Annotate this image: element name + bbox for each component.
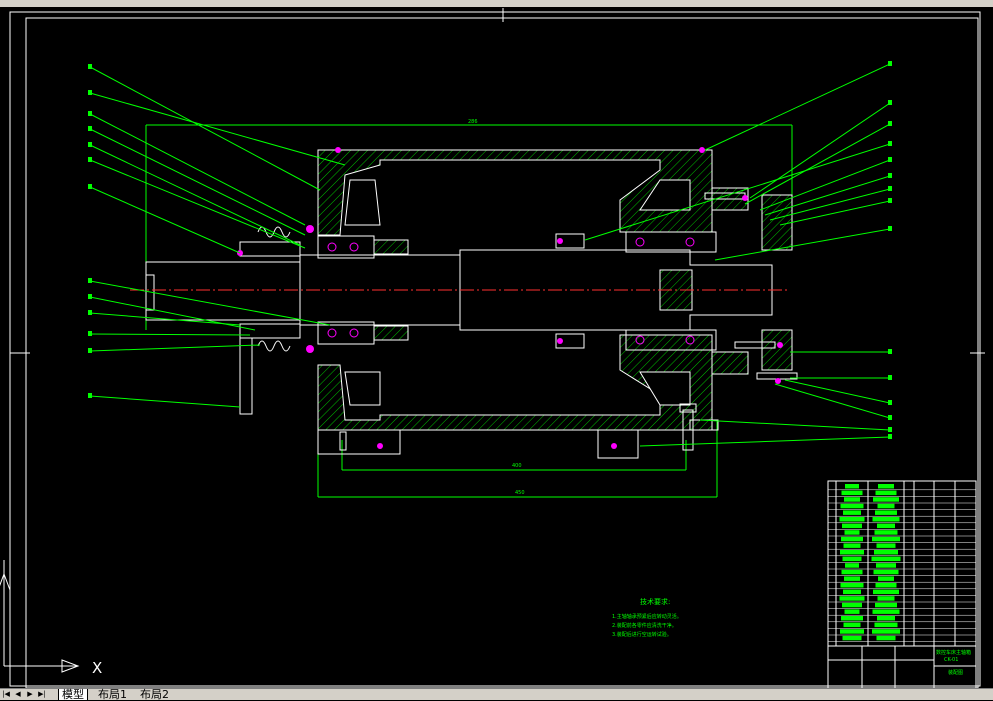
tech-requirements: 技术要求: 1.主轴轴承预紧后应转动灵活。 2.装配前各零件应清洗干净。 3.装… bbox=[612, 597, 682, 638]
parts-list-entry bbox=[842, 635, 862, 641]
parts-list-entry bbox=[840, 503, 864, 509]
ucs-x-label: X bbox=[92, 659, 102, 677]
parts-list-entry bbox=[874, 550, 898, 555]
ucs-icon bbox=[0, 560, 80, 673]
parts-list-entry bbox=[844, 609, 860, 614]
parts-list-entry bbox=[873, 497, 899, 502]
parts-list-entry bbox=[842, 602, 862, 608]
parts-list-entry bbox=[872, 517, 900, 522]
parts-list-entry bbox=[876, 543, 896, 548]
tab-model[interactable]: 模型 bbox=[58, 689, 88, 701]
parts-list-entry bbox=[876, 635, 896, 641]
top-toolbar-strip bbox=[0, 0, 993, 7]
dimension-foot-span: 400 bbox=[512, 463, 522, 469]
parts-list-entry bbox=[878, 484, 894, 489]
parts-list-entry bbox=[842, 523, 862, 529]
title-block-sheet: 装配图 bbox=[948, 669, 963, 676]
parts-list-entry bbox=[840, 550, 864, 555]
parts-list-entry bbox=[873, 589, 899, 595]
parts-list-entry bbox=[875, 602, 897, 608]
prev-tab-button[interactable]: ◀ bbox=[15, 690, 21, 698]
sheet-outer-border bbox=[9, 11, 981, 687]
parts-list-entry bbox=[876, 563, 896, 568]
leader-markers-right bbox=[888, 61, 892, 439]
title-block-name: 数控车床主轴箱 bbox=[936, 649, 971, 656]
parts-list-entry bbox=[875, 490, 897, 496]
tech-req-title: 技术要求: bbox=[640, 597, 670, 606]
dimension-overall-top: 286 bbox=[468, 119, 478, 125]
foot-bolts bbox=[339, 403, 697, 451]
rear-flange bbox=[335, 147, 798, 384]
parts-list-entry bbox=[877, 596, 895, 601]
parts-list-entry bbox=[875, 583, 897, 588]
title-block-code: CK-01 bbox=[944, 657, 958, 663]
tech-req-item: 2.装配前各零件应清洗干净。 bbox=[612, 622, 677, 629]
parts-list-entry bbox=[841, 490, 863, 496]
parts-list-entry bbox=[842, 556, 862, 562]
parts-list-entry bbox=[843, 589, 861, 595]
parts-list-entry bbox=[872, 609, 900, 614]
spindle-shaft bbox=[145, 249, 773, 331]
parts-list-entry bbox=[844, 497, 860, 502]
parts-list-entry bbox=[872, 629, 900, 634]
parts-list-table bbox=[827, 480, 977, 688]
last-tab-button[interactable]: ▶| bbox=[38, 690, 46, 698]
parts-list-entry bbox=[841, 569, 863, 575]
parts-list-entry bbox=[844, 576, 860, 581]
parts-list-entry bbox=[872, 536, 900, 542]
parts-list-entry bbox=[877, 503, 895, 509]
parts-list-entry bbox=[877, 523, 895, 529]
dimension-base-length: 450 bbox=[515, 490, 525, 496]
parts-list-entry bbox=[845, 484, 859, 489]
spindle-housing bbox=[317, 149, 713, 431]
parts-list-entry bbox=[843, 543, 861, 548]
parts-list-entry bbox=[843, 510, 861, 515]
leader-markers-left bbox=[88, 64, 92, 398]
parts-list-entry bbox=[874, 622, 898, 628]
front-bearings bbox=[317, 235, 409, 345]
tech-req-item: 3.装配后进行空运转试验。 bbox=[612, 631, 672, 638]
dimension-lines bbox=[145, 124, 793, 498]
parts-list-entry bbox=[841, 536, 863, 542]
parts-list-entry bbox=[839, 517, 865, 522]
parts-list-entry bbox=[840, 629, 864, 634]
parts-list-rows bbox=[828, 484, 976, 642]
tech-req-item: 1.主轴轴承预紧后应转动灵活。 bbox=[612, 613, 682, 620]
next-tab-button[interactable]: ▶ bbox=[27, 690, 33, 698]
parts-list-entry bbox=[871, 556, 901, 562]
tab-layout2[interactable]: 布局2 bbox=[140, 688, 169, 701]
parts-list-entry bbox=[839, 596, 865, 601]
parts-list-entry bbox=[877, 616, 895, 621]
parts-list-entry bbox=[873, 569, 899, 575]
layout-tab-bar: |◀ ◀ ▶ ▶| 模型 布局1 布局2 bbox=[0, 688, 993, 701]
tab-layout1[interactable]: 布局1 bbox=[98, 688, 127, 701]
sheet-inner-border bbox=[25, 17, 979, 688]
housing-feet bbox=[317, 419, 719, 459]
leader-lines-left bbox=[89, 66, 346, 408]
parts-list-entry bbox=[878, 576, 894, 581]
parts-list-entry bbox=[843, 622, 861, 628]
parts-list-entry bbox=[840, 583, 864, 588]
rear-bearings bbox=[555, 231, 717, 351]
parts-list-entry bbox=[845, 563, 859, 568]
first-tab-button[interactable]: |◀ bbox=[2, 690, 10, 698]
parts-list-entry bbox=[841, 616, 863, 621]
leader-lines-right bbox=[584, 63, 891, 447]
parts-list-entry bbox=[844, 530, 860, 535]
parts-list-entry bbox=[874, 530, 898, 535]
parts-list-entry bbox=[875, 510, 897, 515]
